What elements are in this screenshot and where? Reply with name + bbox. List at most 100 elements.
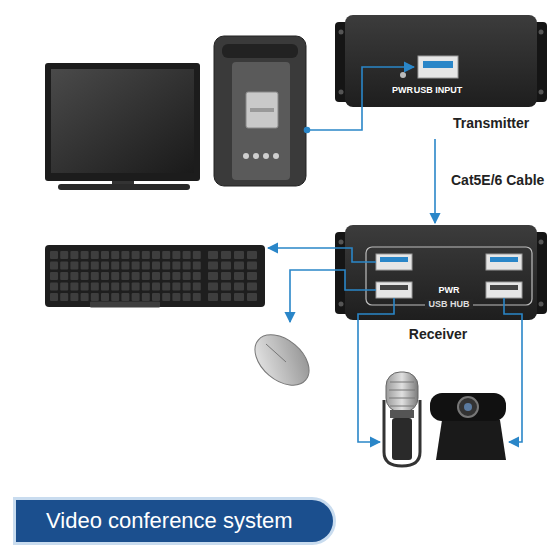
keyboard-key	[91, 293, 99, 301]
port-label: USB HUB	[425, 299, 472, 309]
mouse-body	[245, 325, 318, 395]
tower-button	[243, 153, 249, 159]
keyboard-key	[234, 283, 244, 291]
mic-collar	[390, 410, 414, 418]
screw	[339, 30, 344, 35]
keyboard-key	[193, 283, 201, 291]
keyboard-key	[111, 293, 119, 301]
keyboard-key	[234, 262, 244, 270]
keyboard-key	[111, 262, 119, 270]
keyboard-key	[121, 293, 129, 301]
webcam-body	[430, 393, 506, 421]
screw	[539, 302, 544, 307]
keyboard-body	[45, 245, 265, 307]
usb-port-tongue	[490, 257, 518, 262]
keyboard-key	[91, 251, 99, 259]
usb-wire	[358, 298, 394, 442]
keyboard-key	[142, 272, 150, 280]
keyboard-key	[221, 272, 231, 280]
keyboard-key	[50, 293, 58, 301]
usb-port	[376, 254, 412, 270]
pc-tower-icon	[214, 36, 306, 186]
tower-front	[232, 62, 290, 180]
webcam-stand	[436, 420, 506, 460]
keyboard-key	[101, 283, 109, 291]
keyboard-icon	[45, 245, 265, 308]
keyboard-key	[234, 272, 244, 280]
keyboard-key	[50, 262, 58, 270]
keyboard-key	[247, 262, 257, 270]
webcam-glass	[464, 403, 472, 411]
keyboard-key	[142, 251, 150, 259]
usb-port	[486, 282, 522, 298]
cable-label: Cat5E/6 Cable	[449, 172, 546, 189]
keyboard-key	[70, 272, 78, 280]
keyboard-key	[183, 251, 191, 259]
keyboard-key	[81, 293, 89, 301]
keyboard-key	[208, 272, 218, 280]
device-label: Receiver	[409, 326, 467, 342]
keyboard-key	[172, 251, 180, 259]
keyboard-key	[193, 262, 201, 270]
cable-connector	[434, 139, 436, 223]
mic-head	[386, 372, 418, 412]
monitor-base	[58, 184, 190, 190]
keyboard-key	[132, 293, 140, 301]
tower-body	[214, 36, 306, 186]
keyboard-key	[142, 293, 150, 301]
usb-port-tongue	[490, 285, 518, 290]
monitor-icon	[45, 63, 200, 190]
keyboard-key	[193, 251, 201, 259]
screw	[539, 90, 544, 95]
keyboard-key	[162, 251, 170, 259]
keyboard-key	[81, 262, 89, 270]
mic-body	[392, 418, 412, 460]
title-banner: Video conference system	[16, 500, 333, 542]
keyboard-key	[91, 272, 99, 280]
mouse-split	[266, 344, 286, 362]
keyboard-key	[208, 262, 218, 270]
keyboard-key	[50, 283, 58, 291]
keyboard-key	[247, 293, 257, 301]
keyboard-key	[221, 251, 231, 259]
keyboard-key	[91, 283, 99, 291]
device-label: Transmitter	[453, 115, 529, 131]
status-label: PWR	[439, 285, 460, 295]
keyboard-key	[234, 251, 244, 259]
usb-port-tongue	[380, 285, 408, 290]
keyboard-key	[91, 262, 99, 270]
keyboard-key	[234, 293, 244, 301]
tower-button	[253, 153, 259, 159]
keyboard-key	[221, 262, 231, 270]
keyboard-key	[111, 272, 119, 280]
keyboard-key	[172, 262, 180, 270]
keyboard-key	[162, 272, 170, 280]
keyboard-key	[60, 272, 68, 280]
tower-slot	[250, 108, 274, 112]
keyboard-key	[101, 293, 109, 301]
keyboard-key	[111, 283, 119, 291]
keyboard-key	[50, 272, 58, 280]
microphone-icon	[384, 372, 420, 466]
keyboard-key	[121, 283, 129, 291]
keyboard-key	[193, 272, 201, 280]
keyboard-key	[60, 262, 68, 270]
keyboard-key	[132, 283, 140, 291]
keyboard-key	[101, 272, 109, 280]
keyboard-key	[152, 262, 160, 270]
device-box: PWR USB HUB Receiver	[335, 225, 547, 345]
keyboard-key	[247, 251, 257, 259]
keyboard-key	[70, 262, 78, 270]
keyboard-key	[221, 293, 231, 301]
keyboard-key	[183, 293, 191, 301]
keyboard-key	[101, 251, 109, 259]
keyboard-key	[162, 293, 170, 301]
keyboard-key	[132, 272, 140, 280]
monitor-bezel	[45, 63, 200, 181]
keyboard-key	[208, 251, 218, 259]
keyboard-key	[81, 251, 89, 259]
tower-handle	[222, 44, 298, 58]
